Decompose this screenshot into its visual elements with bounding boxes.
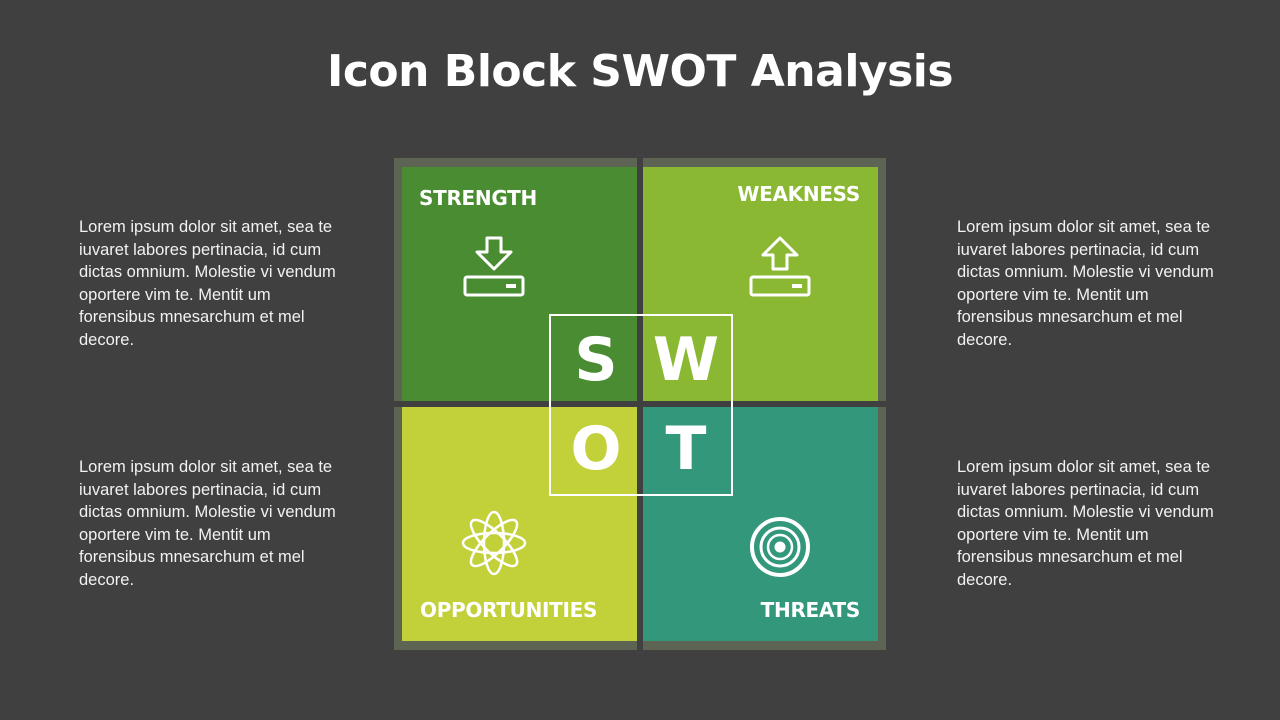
opportunities-tile: OPPORTUNITIES	[402, 407, 637, 641]
threats-description: Lorem ipsum dolor sit amet, sea te iuvar…	[957, 458, 1214, 589]
letter-t: T	[665, 414, 707, 484]
strength-description: Lorem ipsum dolor sit amet, sea te iuvar…	[79, 218, 336, 349]
letter-s: S	[574, 325, 618, 395]
target-icon	[750, 517, 810, 577]
weakness-description: Lorem ipsum dolor sit amet, sea te iuvar…	[957, 218, 1214, 349]
letter-o: O	[570, 414, 622, 484]
threats-label: THREATS	[760, 598, 861, 622]
grid-divider-horizontal	[394, 401, 886, 407]
strength-tile: STRENGTH	[402, 167, 637, 401]
letter-w: W	[652, 325, 720, 395]
swot-letter-box: S W O T	[549, 314, 733, 496]
opportunities-description: Lorem ipsum dolor sit amet, sea te iuvar…	[79, 458, 336, 589]
opportunities-label: OPPORTUNITIES	[420, 598, 598, 622]
slide-title: Icon Block SWOT Analysis	[326, 46, 954, 97]
download-drive-icon	[463, 236, 525, 297]
atom-icon	[461, 510, 527, 576]
upload-drive-icon	[749, 236, 811, 297]
weakness-label: WEAKNESS	[737, 182, 860, 206]
weakness-tile: WEAKNESS	[643, 167, 878, 401]
threats-tile: THREATS	[643, 407, 878, 641]
strength-label: STRENGTH	[419, 186, 537, 210]
